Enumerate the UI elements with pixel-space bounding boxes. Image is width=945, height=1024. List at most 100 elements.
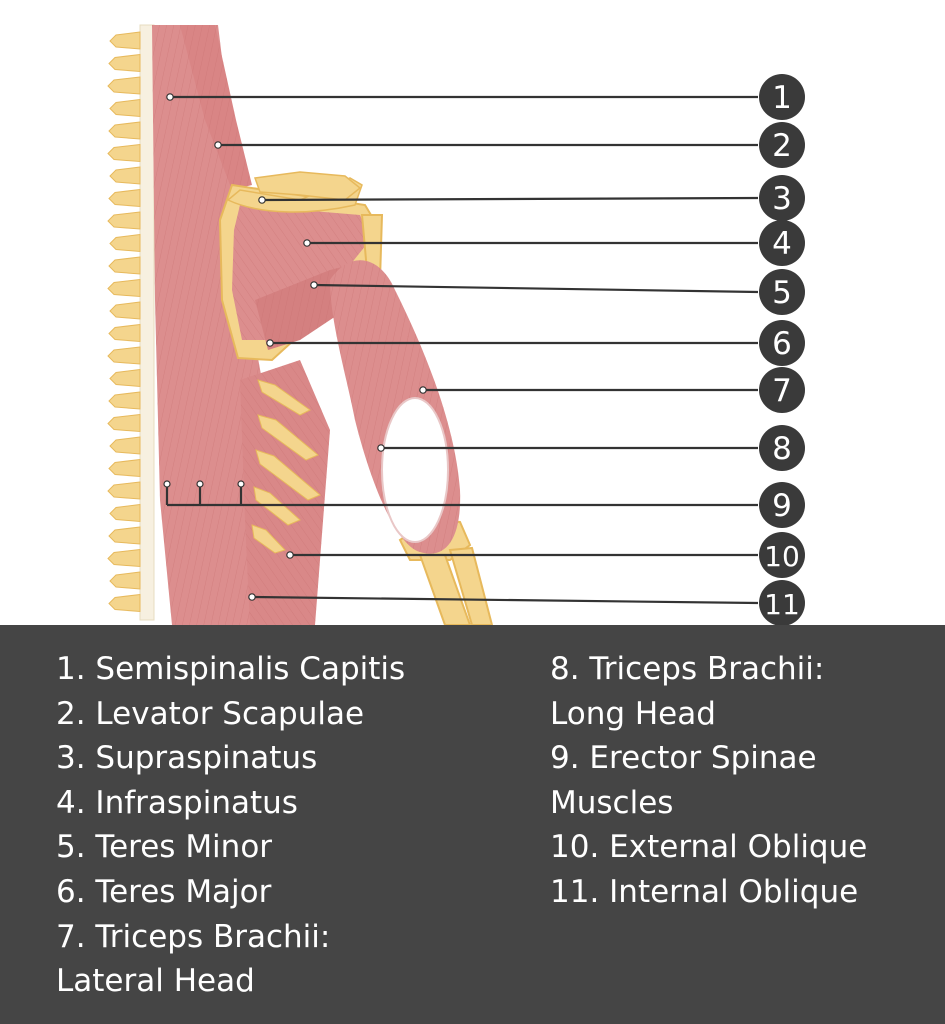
legend-text: 1. Semispinalis Capitis [56,651,406,687]
vertebra [107,413,141,433]
triceps-tendon [381,397,449,543]
callout-circle [759,320,805,366]
leader-point [237,480,245,488]
vertebra [109,503,141,523]
anatomy-figure: 1 2 3 4 5 6 7 8 9 10 11 [107,24,805,625]
vertebra [109,301,141,320]
callout-9: 9 [163,480,805,528]
vertebra [108,323,141,343]
vertebra [109,368,141,388]
legend-item: 2. Levator Scapulae [56,692,526,737]
callout-number: 4 [772,226,792,262]
callout-number: 10 [764,540,800,573]
callout-circle [759,269,805,315]
ribs [251,379,321,554]
leader-point [303,239,311,247]
legend-column-right: 8. Triceps Brachii: Long Head 9. Erector S… [550,647,930,915]
legend-item: 8. Triceps Brachii: Long Head [550,647,930,736]
vertebra [108,593,141,613]
callout-number: 7 [772,373,792,409]
leader-point [196,480,204,488]
callout-8: 8 [377,425,805,471]
callout-circle [759,425,805,471]
callout-circle [759,175,805,221]
callout-7: 7 [419,367,805,413]
callout-5: 5 [310,269,805,315]
legend-text: 8. Triceps Brachii: [550,651,825,687]
acromion-bone [253,171,362,201]
callout-circle [759,367,805,413]
legend-item: 10. External Oblique [550,825,930,870]
leader-point [214,141,222,149]
spinal-cord [139,24,155,621]
vertebra [107,346,141,365]
vertebra [109,571,141,590]
legend-item: 1. Semispinalis Capitis [56,647,526,692]
callout-circle [759,580,805,625]
callout-number: 2 [772,128,792,164]
leader-point [248,593,256,601]
callout-1: 1 [166,74,805,120]
vertebra [108,458,141,478]
vertebra [109,98,141,118]
callout-10: 10 [286,532,805,578]
callout-4: 4 [303,220,805,266]
leader-point [286,551,294,559]
vertebra [108,188,141,208]
callout-number: 1 [772,80,792,116]
callout-2: 2 [214,122,805,168]
callout-11: 11 [248,580,805,625]
callout-number: 5 [772,275,792,311]
callout-circle [759,220,805,266]
vertebral-column [107,24,155,621]
vertebra [109,436,141,455]
legend-item: 6. Teres Major [56,870,526,915]
legend-text: 4. Infraspinatus [56,784,298,821]
vertebra [108,121,141,140]
legend-text: 2. Levator Scapulae [56,695,365,732]
legend-text: 5. Teres Minor [56,829,273,866]
legend-text: 9. Erector Spinae [550,740,817,777]
legend-item: 5. Teres Minor [56,825,526,870]
leader-point [163,480,171,488]
callout-layer: 1 2 3 4 5 6 7 8 9 10 11 [163,74,805,625]
vertebra [108,391,141,410]
callout-circle [759,532,805,578]
leader-line [251,595,759,605]
legend-text: 6. Teres Major [56,873,272,910]
leader-point [266,339,274,347]
triceps-brachii [330,260,461,554]
legend-panel: 1. Semispinalis Capitis 2. Levator Scapul… [0,625,945,1024]
leader-point [258,196,266,204]
legend-item: 3. Supraspinatus [56,736,526,781]
legend-text: 11. Internal Oblique [550,873,859,910]
vertebra [108,256,141,275]
callout-circle [759,74,805,120]
legend-column-left: 1. Semispinalis Capitis 2. Levator Scapul… [56,647,526,1004]
leader-line [261,196,759,202]
vertebra [107,211,141,230]
vertebra [107,143,141,163]
legend-text: Lateral Head [56,963,255,1000]
vertebra [109,31,141,50]
vertebra [107,548,141,568]
legend-text: 10. External Oblique [550,829,868,866]
callout-number: 11 [764,588,800,621]
callout-circle [759,122,805,168]
legend-item: 7. Triceps Brachii: Lateral Head [56,915,526,1004]
legend-item: 11. Internal Oblique [550,870,930,915]
legend-text: Long Head [550,695,716,732]
leader-point [166,93,174,101]
legend-text: 3. Supraspinatus [56,740,318,777]
leader-line [313,283,759,294]
legend-item: 4. Infraspinatus [56,781,526,826]
callout-number: 6 [772,326,792,362]
leader-point [310,281,318,289]
vertebra [107,481,141,500]
callout-number: 3 [772,181,792,217]
callout-6: 6 [266,320,805,366]
leader-point [419,386,427,394]
callout-circle [759,482,805,528]
legend-text: 7. Triceps Brachii: [56,918,331,955]
